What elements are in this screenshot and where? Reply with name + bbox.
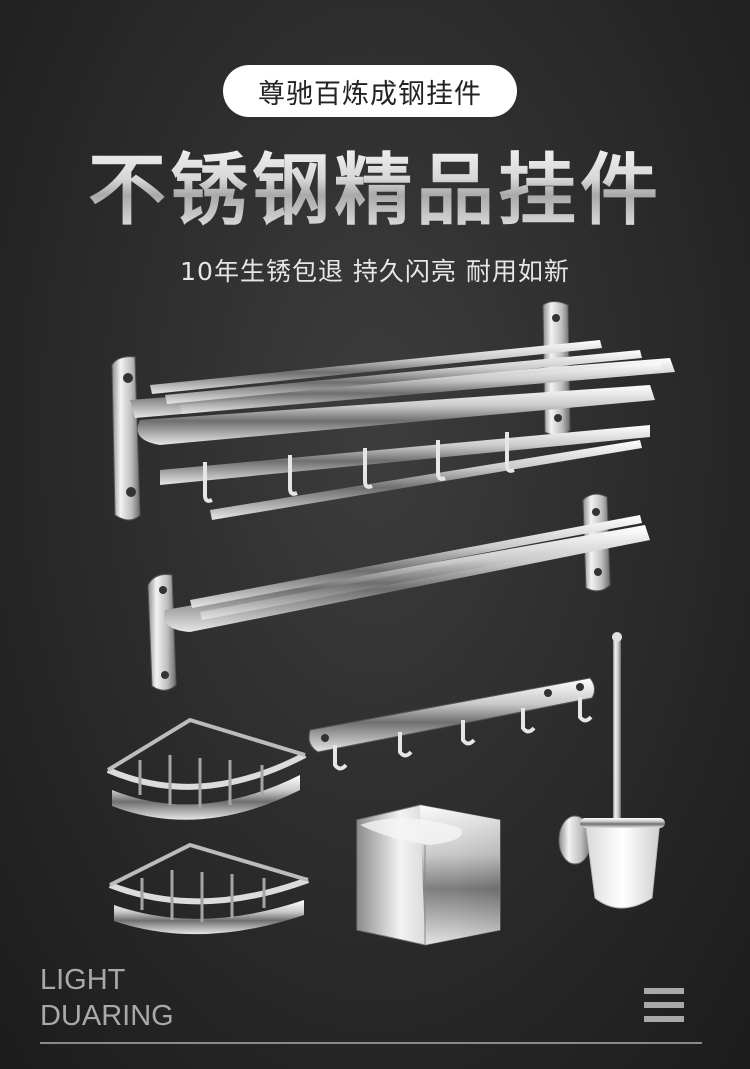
menu-bar [644, 988, 684, 994]
corner-basket-top [106, 717, 307, 820]
towel-rack-large [111, 301, 675, 521]
subtitle-pill: 尊驰百炼成钢挂件 [223, 65, 517, 117]
headline: 不锈钢精品挂件 [0, 128, 750, 240]
corner-basket-bottom [108, 842, 310, 935]
hamburger-menu-icon[interactable] [644, 988, 684, 1026]
hook-rail [308, 677, 596, 771]
footer-brand: LIGHT DUARING [40, 962, 174, 1034]
menu-bar [644, 1002, 684, 1008]
toilet-brush-holder [558, 632, 665, 909]
menu-bar [644, 1016, 684, 1022]
tagline: 10年生锈包退 持久闪亮 耐用如新 [180, 257, 570, 286]
subtitle-pill-text: 尊驰百炼成钢挂件 [258, 78, 482, 110]
footer-brand-line1: LIGHT [40, 964, 126, 996]
towel-bar-single [147, 493, 651, 691]
footer-divider [40, 1042, 702, 1044]
tissue-holder [356, 804, 501, 946]
footer-brand-line2: DUARING [40, 1000, 174, 1032]
